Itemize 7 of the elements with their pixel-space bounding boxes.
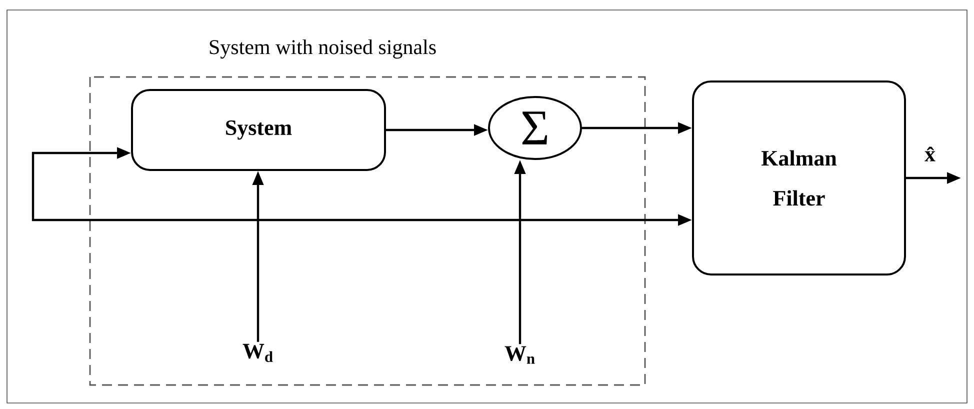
process-box: Kalman Filter	[692, 80, 906, 276]
process-box: System	[131, 89, 386, 171]
edge-label: x̂	[924, 146, 936, 162]
input-label: W$_{n}$	[504, 346, 535, 364]
input-label: W$_{d}$	[242, 344, 273, 362]
summing-junction: Σ	[488, 96, 582, 160]
node-label: System with noised signals	[210, 39, 436, 59]
